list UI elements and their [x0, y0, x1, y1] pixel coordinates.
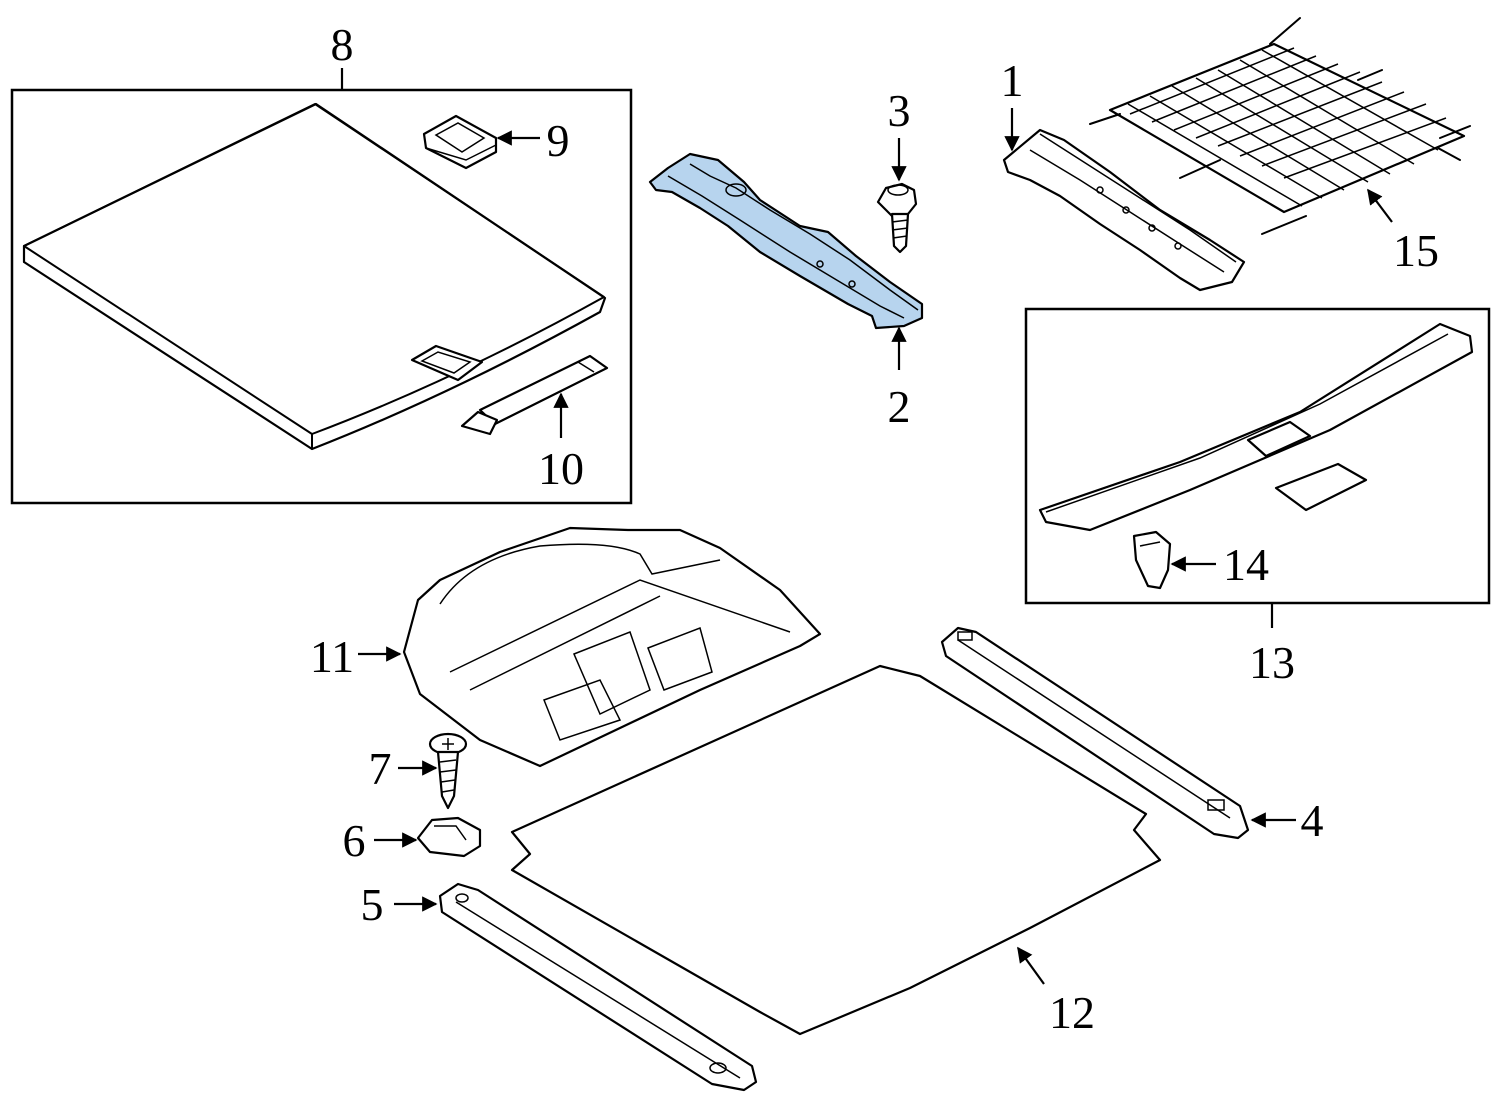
- cargo-net-15[interactable]: [1089, 17, 1471, 235]
- callout-4: 4: [1301, 795, 1324, 846]
- callout-12: 12: [1049, 987, 1095, 1038]
- callout-10: 10: [538, 443, 584, 494]
- callout-7: 7: [369, 743, 392, 794]
- leaders: [358, 108, 1393, 985]
- callout-6: 6: [343, 815, 366, 866]
- rail-bracket-2[interactable]: [648, 152, 924, 330]
- callout-11: 11: [310, 631, 354, 682]
- cover-strap-10[interactable]: [460, 354, 609, 436]
- group-box-13: [1024, 307, 1491, 628]
- callout-9: 9: [547, 115, 570, 166]
- clip-6[interactable]: [416, 816, 482, 858]
- cover-clip-9[interactable]: [422, 114, 498, 170]
- callout-5: 5: [361, 879, 384, 930]
- callout-8: 8: [331, 19, 354, 70]
- screw-7[interactable]: [428, 732, 468, 810]
- rail-bar-4[interactable]: [940, 626, 1250, 840]
- callout-15: 15: [1393, 225, 1439, 276]
- callout-3: 3: [888, 85, 911, 136]
- sill-trim-panel[interactable]: [1038, 322, 1474, 532]
- group-box-8: [10, 68, 633, 505]
- floor-mat-12[interactable]: [510, 664, 1162, 1036]
- rail-bar-5[interactable]: [438, 882, 758, 1092]
- rail-1[interactable]: [1002, 128, 1246, 292]
- retainer-clip-14[interactable]: [1132, 530, 1172, 590]
- storage-tray-11[interactable]: [402, 526, 822, 768]
- callout-14: 14: [1223, 539, 1269, 590]
- callout-13: 13: [1249, 637, 1295, 688]
- bolt-3[interactable]: [876, 182, 918, 254]
- callouts: 1 2 3 4 5 6 7 8 9 10 11 12 13 14 15: [310, 19, 1439, 1038]
- callout-1: 1: [1001, 55, 1024, 106]
- callout-2: 2: [888, 381, 911, 432]
- cargo-cover-panel[interactable]: [22, 102, 607, 451]
